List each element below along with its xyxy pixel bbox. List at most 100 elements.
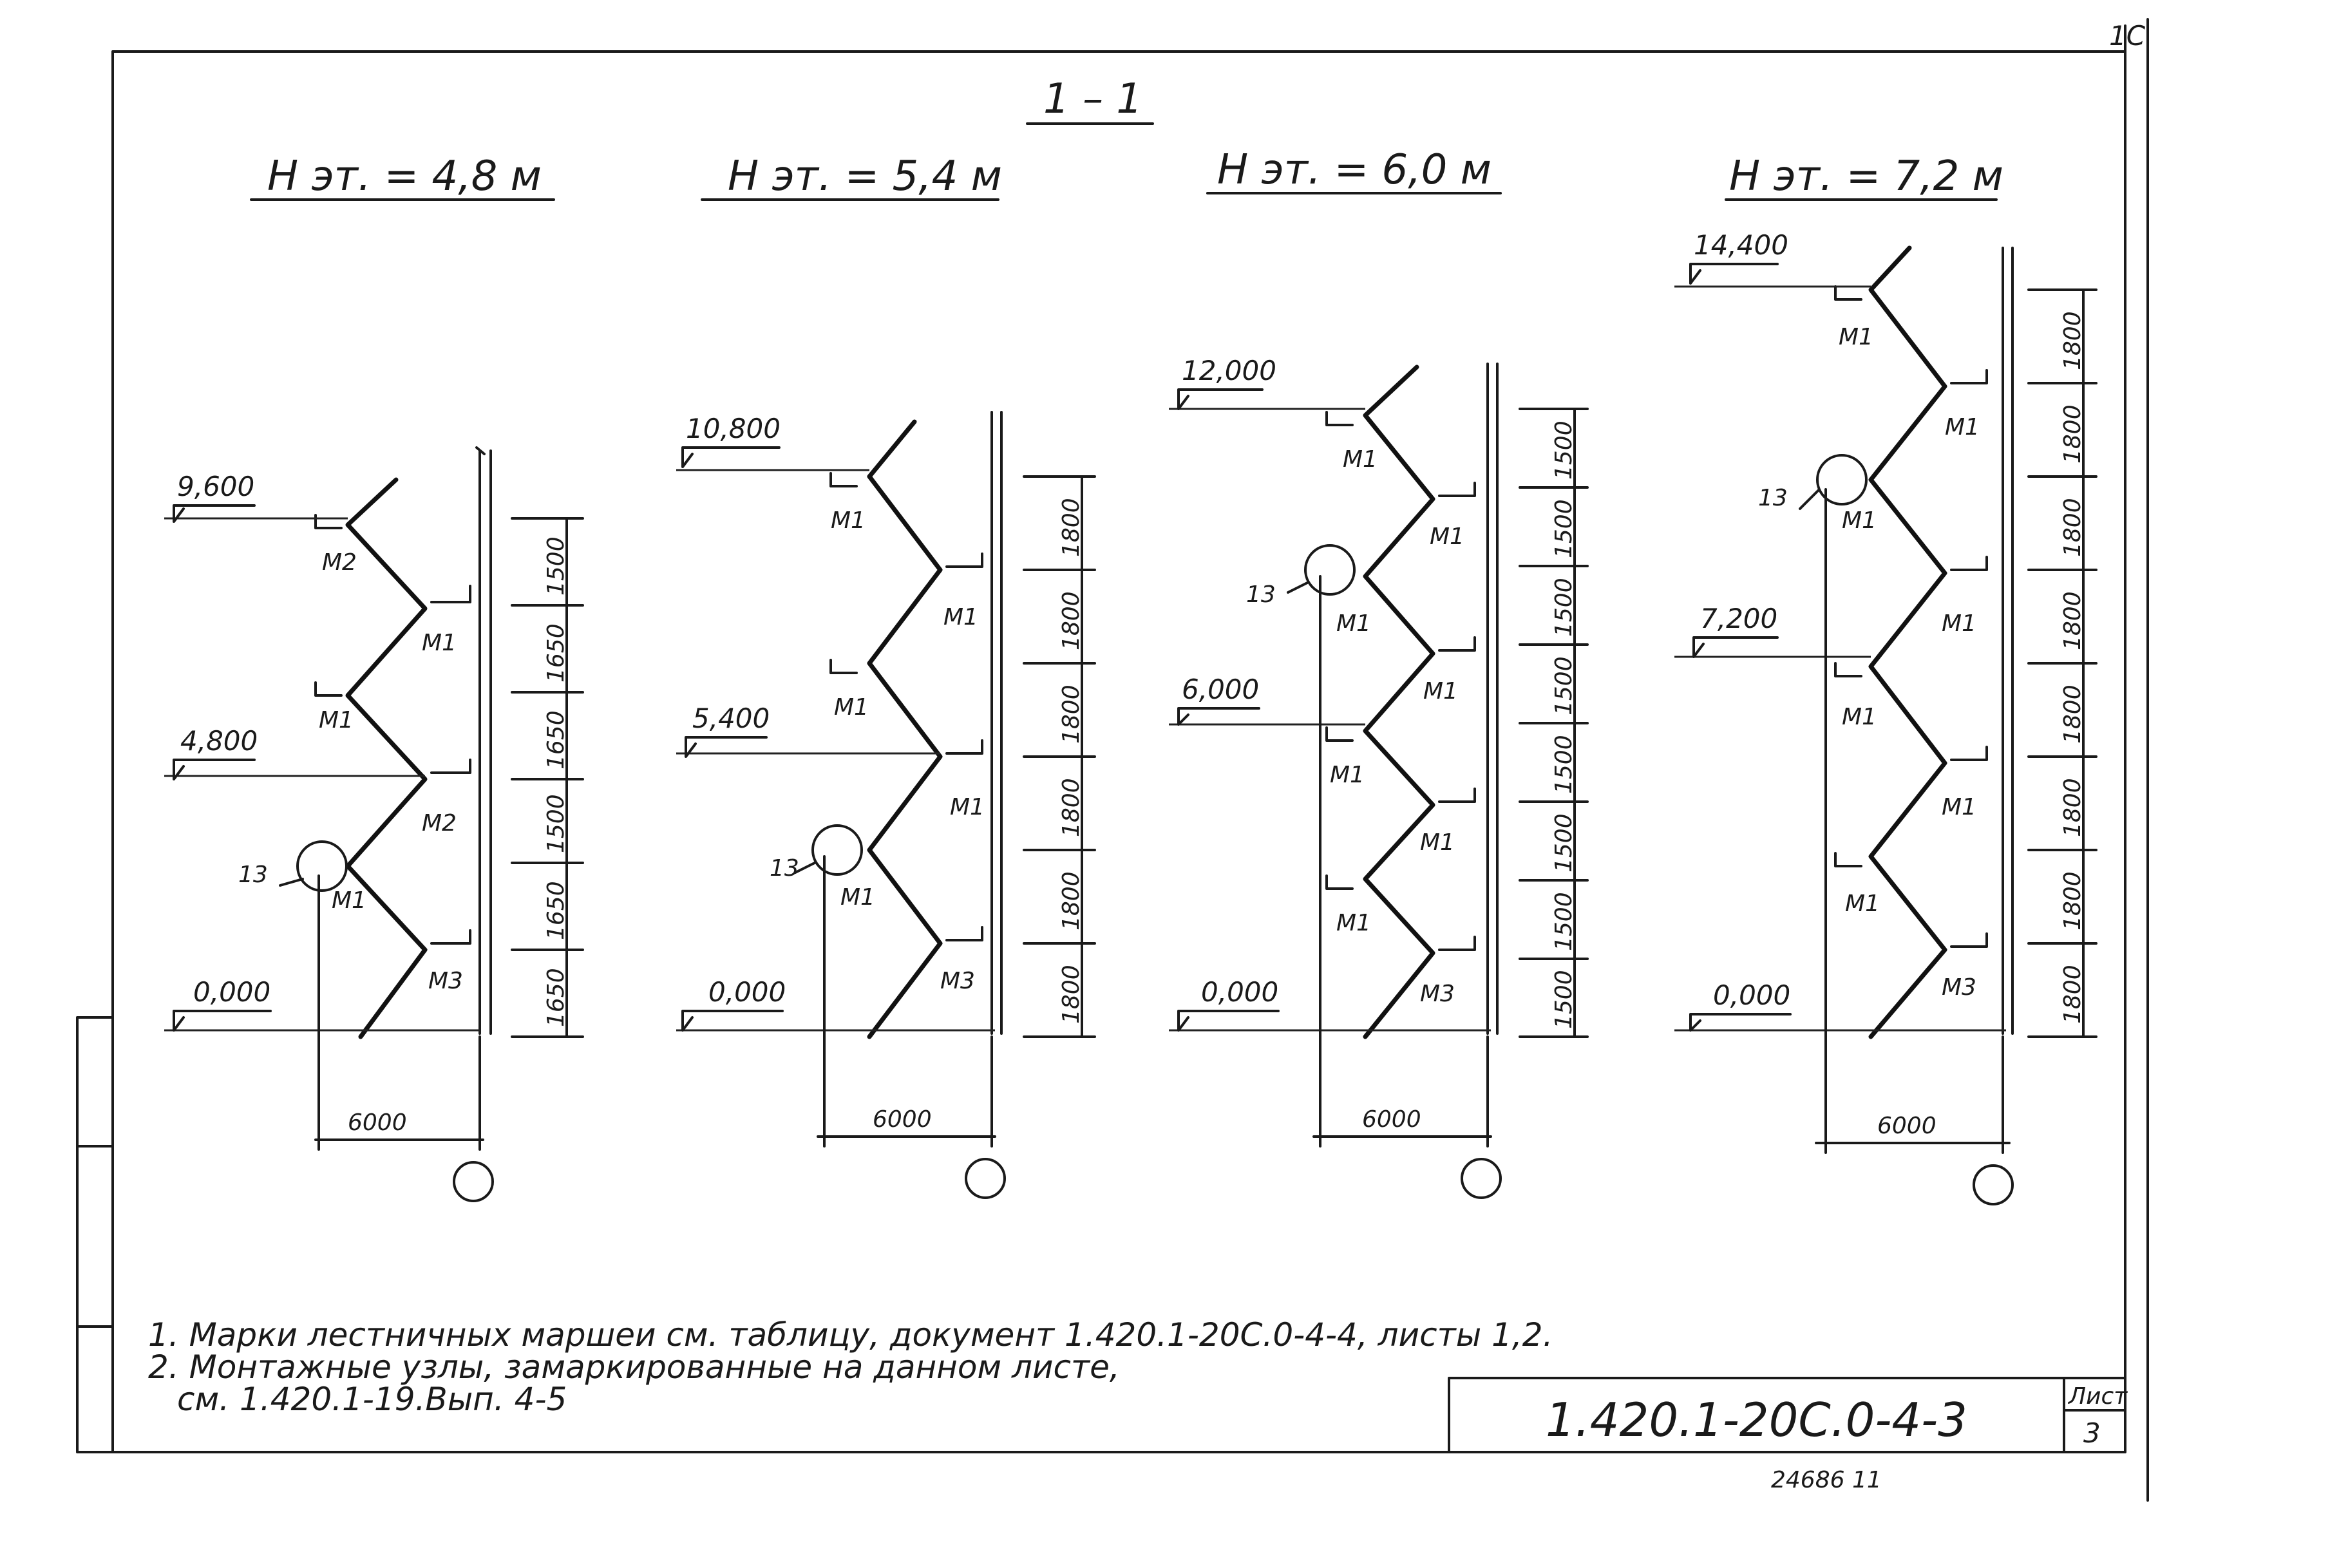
dim-label: 1650 — [543, 710, 569, 770]
elevation-mid: 4,800 — [180, 725, 258, 757]
section-title-block: 1 – 1 — [1026, 75, 1154, 125]
wall-line — [990, 411, 1003, 1035]
diagram-title: H эт. = 6,0 м — [1217, 146, 1491, 194]
horizontal-dimension — [817, 855, 996, 1148]
elevation-mid: 5,400 — [692, 703, 770, 734]
elevation-top: 12,000 — [1182, 355, 1276, 386]
node-label: 13 — [770, 855, 799, 882]
elevation-top: 14,400 — [1694, 229, 1788, 261]
elevation-zero: 0,000 — [1713, 979, 1790, 1011]
flight-mark: M1 — [332, 887, 366, 914]
dim-label: 1800 — [1058, 871, 1084, 930]
flight-mark: M3 — [1942, 974, 1976, 1001]
stair-flights — [1363, 364, 1435, 1039]
dim-label: 1500 — [543, 536, 569, 596]
stair-flights — [1868, 245, 1947, 1039]
flight-mark: M1 — [1942, 794, 1976, 820]
note-2: 2. Монтажные узлы, замаркированные на да… — [148, 1348, 1120, 1386]
dim-label: 1500 — [1551, 970, 1577, 1029]
dim-label: 1800 — [2060, 778, 2086, 837]
node-circle — [1304, 544, 1356, 596]
axis-marker — [965, 1158, 1006, 1199]
dim-label: 1500 — [1551, 578, 1577, 637]
axis-marker — [1973, 1164, 2014, 1205]
flight-mark: M1 — [319, 707, 354, 733]
flight-mark: M1 — [834, 694, 869, 721]
elevation-mid: 6,000 — [1182, 674, 1259, 705]
stair-diagram-5-4: H эт. = 5,4 м 10,800 5,400 0,000 1800 18… — [676, 153, 1096, 1199]
span-label: 6000 — [873, 1106, 932, 1133]
dim-label: 1800 — [1058, 965, 1084, 1024]
wall-line — [2002, 247, 2014, 1035]
node-label: 13 — [238, 862, 268, 888]
flight-mark: M1 — [1942, 610, 1976, 637]
dim-label: 1500 — [1551, 735, 1577, 794]
note-2-reference: см. 1.420.1-19.Вып. 4-5 — [177, 1381, 567, 1418]
dim-label: 1650 — [543, 881, 569, 940]
stair-diagram-6-0: H эт. = 6,0 м 12,000 6,000 0,000 1500 15… — [1169, 146, 1589, 1199]
node-circle — [811, 824, 863, 876]
sheet-frame: 1C — [76, 18, 2149, 1502]
dim-label: 1500 — [1551, 420, 1577, 480]
dim-label: 1800 — [2060, 311, 2086, 370]
flight-mark: M1 — [943, 604, 978, 630]
flight-mark: M1 — [1839, 324, 1873, 350]
section-title: 1 – 1 — [1043, 75, 1142, 123]
node-label: 13 — [1246, 581, 1276, 608]
diagram-title: H эт. = 7,2 м — [1729, 153, 2003, 200]
elevation-top: 9,600 — [177, 471, 254, 502]
node-circle — [296, 840, 348, 892]
landing-brackets — [829, 472, 983, 941]
dim-label: 1800 — [2060, 498, 2086, 557]
title-block: 1.420.1-20С.0-4-3 Лист 3 24686 11 — [1448, 1377, 2128, 1493]
document-code: 1.420.1-20С.0-4-3 — [1546, 1393, 1967, 1447]
elevation-top: 10,800 — [686, 413, 781, 444]
stair-flights — [867, 419, 943, 1039]
note-1: 1. Марки лестничных маршеи см. таблицу, … — [148, 1316, 1553, 1354]
dim-label: 1500 — [1551, 499, 1577, 558]
flight-mark: M1 — [1343, 446, 1378, 473]
flight-mark: M1 — [1330, 762, 1365, 788]
landing-brackets — [1834, 285, 1988, 948]
dim-label: 1500 — [1551, 892, 1577, 951]
flight-mark: M3 — [428, 968, 463, 994]
flight-mark: M3 — [1420, 981, 1455, 1007]
dimension-labels: 1500 1650 1650 1500 1650 1650 — [543, 536, 569, 1027]
wall-line — [475, 446, 492, 1035]
corner-mark: 1C — [2109, 20, 2146, 52]
flight-mark: M2 — [422, 810, 457, 836]
stair-flights — [345, 477, 428, 1039]
flight-mark: M1 — [1430, 524, 1464, 550]
sheet-label: Лист — [2067, 1383, 2128, 1410]
flight-mark: M1 — [1945, 414, 1980, 440]
flight-mark: M1 — [840, 884, 875, 911]
dim-label: 1800 — [2060, 871, 2086, 930]
flight-mark: M1 — [1842, 507, 1877, 534]
dim-label: 1800 — [1058, 591, 1084, 650]
horizontal-dimension — [1815, 488, 2011, 1154]
elevation-zero: 0,000 — [193, 976, 270, 1008]
diagram-title: H эт. = 5,4 м — [728, 153, 1002, 200]
horizontal-dimension — [314, 874, 484, 1151]
dim-label: 1500 — [1551, 813, 1577, 873]
flight-mark: M3 — [940, 968, 975, 994]
axis-marker — [453, 1161, 494, 1202]
stair-diagram-4-8: H эт. = 4,8 м 9,600 4,800 0,000 1500 165… — [164, 153, 584, 1202]
elevation-mid: 7,200 — [1700, 603, 1777, 634]
flight-mark: M2 — [322, 549, 357, 576]
dim-label: 1800 — [1058, 498, 1084, 557]
vertical-dimension-chain — [1023, 475, 1096, 1038]
span-label: 6000 — [348, 1110, 407, 1136]
flight-mark: M1 — [950, 794, 985, 820]
landing-brackets — [314, 514, 471, 945]
flight-mark: M1 — [831, 507, 866, 534]
flight-mark: M1 — [1423, 678, 1458, 704]
elevation-zero: 0,000 — [1201, 976, 1278, 1008]
wall-line — [1486, 363, 1499, 1035]
dim-label: 1800 — [1058, 778, 1084, 837]
vertical-dimension-chain — [1519, 408, 1589, 1038]
vertical-dimension-chain — [2027, 288, 2098, 1038]
dim-label: 1500 — [1551, 656, 1577, 715]
span-label: 6000 — [1362, 1106, 1421, 1133]
